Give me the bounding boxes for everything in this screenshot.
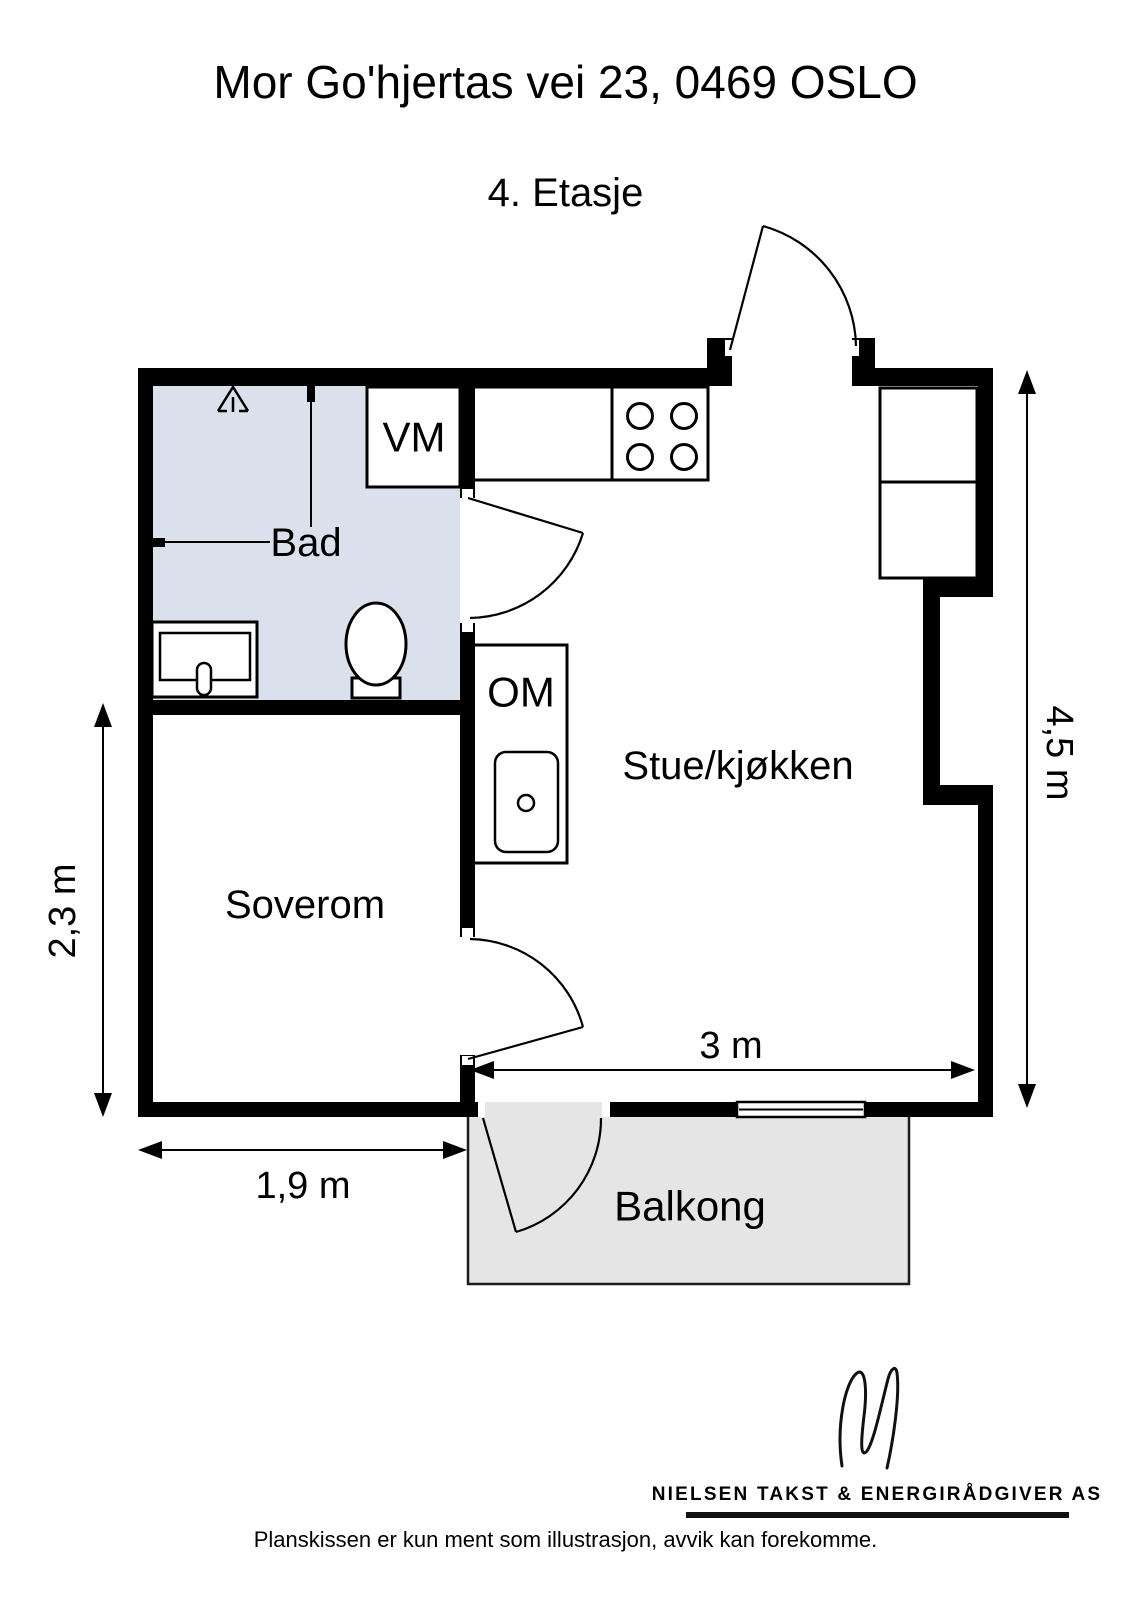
bedroom-door-swing <box>467 937 585 1061</box>
dim-label-2-3m: 2,3 m <box>42 863 84 958</box>
dim-4-5m <box>1018 370 1036 1108</box>
logo-rule <box>686 1512 1069 1518</box>
floor-subtitle: 4. Etasje <box>487 171 644 215</box>
walls <box>138 338 993 1117</box>
page-title: Mor Go'hjertas vei 23, 0469 OSLO <box>213 56 918 108</box>
om-label: OM <box>487 669 555 716</box>
washing-machine-box <box>365 385 462 489</box>
bathroom-door-swing <box>467 496 585 620</box>
washing-machine-label: VM <box>383 414 446 461</box>
dim-label-4-5m: 4,5 m <box>1038 705 1080 800</box>
bathroom-sink-icon <box>150 620 259 699</box>
balcony-floor <box>466 1117 911 1286</box>
dimension-lines <box>94 370 1036 1159</box>
doors <box>467 224 858 1234</box>
door-jamb-caps <box>462 340 859 1117</box>
kitchen-counter <box>471 385 710 482</box>
dim-1-9m <box>138 1141 467 1159</box>
dim-label-1-9m: 1,9 m <box>255 1165 350 1207</box>
balcony-label: Balkong <box>614 1183 766 1230</box>
dim-3m <box>470 1061 975 1079</box>
bedroom-living-wall <box>460 715 475 937</box>
bathroom-bedroom-wall <box>140 700 475 715</box>
dim-label-3m: 3 m <box>699 1025 762 1067</box>
balcony-door-swing <box>481 1117 603 1234</box>
disclaimer-text: Planskissen er kun ment som illustrasjon… <box>253 1527 878 1552</box>
balcony-door-opening <box>485 1102 602 1117</box>
om-cabinet-box <box>471 643 569 865</box>
living-kitchen-label: Stue/kjøkken <box>622 744 853 788</box>
stove-icon <box>626 402 698 471</box>
bedroom-label: Soverom <box>225 883 385 927</box>
logo-script-n-icon <box>838 1366 900 1470</box>
kitchen-cabinets <box>878 386 979 580</box>
toilet-icon <box>344 601 408 700</box>
sink-drain-icon <box>516 793 536 813</box>
bathroom-label: Bad <box>270 521 341 565</box>
shower-drain-icon <box>216 384 250 413</box>
entry-door-swing <box>728 224 858 351</box>
logo-company-name: NIELSEN TAKST & ENERGIRÅDGIVER AS <box>651 1484 1103 1505</box>
dim-2-3m <box>94 703 112 1117</box>
window-icon <box>735 1100 867 1119</box>
